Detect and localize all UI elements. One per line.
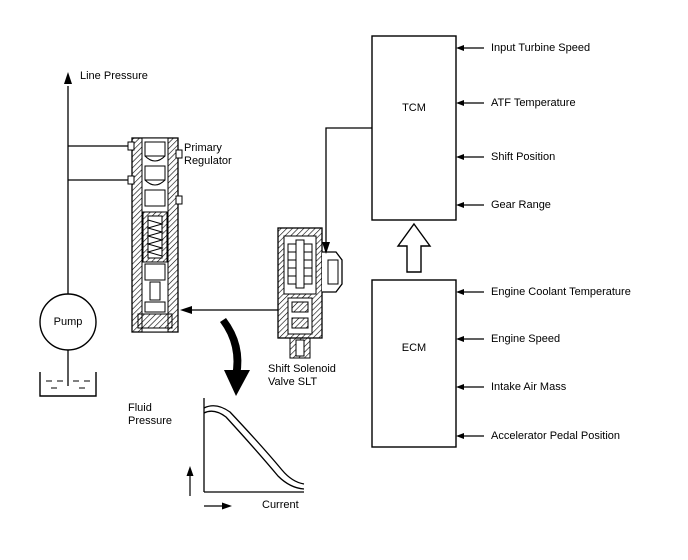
shift-solenoid-label-line1: Shift Solenoid xyxy=(268,363,336,375)
tcm-input-atf-temperature: ATF Temperature xyxy=(491,97,576,109)
y-axis-arrow xyxy=(186,466,194,496)
tcm-to-solenoid-line xyxy=(325,127,372,244)
tcm-box xyxy=(371,35,457,221)
primary-regulator-label-line2: Regulator xyxy=(184,155,232,167)
graph-xlabel: Current xyxy=(262,499,299,511)
curved-arrow-to-graph xyxy=(220,318,250,396)
line-pressure-line xyxy=(64,72,72,300)
ecm-label: ECM xyxy=(401,342,427,354)
tcm-input-arrows xyxy=(456,45,484,208)
pressure-current-graph xyxy=(203,398,305,493)
x-axis-arrow xyxy=(204,502,232,510)
tcm-input-input-turbine-speed: Input Turbine Speed xyxy=(491,42,591,54)
tcm-input-shift-position: Shift Position xyxy=(491,151,556,163)
ecm-input-engine-speed: Engine Speed xyxy=(491,333,561,345)
oil-reservoir xyxy=(39,372,97,397)
shift-solenoid-label-line2: Valve SLT xyxy=(268,376,318,388)
graph-ylabel-line1: Fluid xyxy=(128,402,152,414)
ecm-to-tcm-arrow xyxy=(396,222,432,273)
tcm-input-gear-range: Gear Range xyxy=(491,199,551,211)
ecm-input-engine-coolant-temperature: Engine Coolant Temperature xyxy=(491,286,631,298)
graph-ylabel-line2: Pressure xyxy=(128,415,173,427)
pump-symbol xyxy=(39,293,97,386)
tcm-label: TCM xyxy=(402,102,426,114)
ecm-input-accelerator-pedal-position: Accelerator Pedal Position xyxy=(491,430,621,442)
pump-label: Pump xyxy=(53,316,83,328)
primary-regulator-valve xyxy=(127,137,183,333)
shift-solenoid-valve xyxy=(277,227,343,359)
ecm-input-intake-air-mass: Intake Air Mass xyxy=(491,381,567,393)
primary-regulator-label-line1: Primary xyxy=(184,142,222,154)
ecm-box xyxy=(371,279,457,448)
ecm-input-arrows xyxy=(456,289,484,439)
line-pressure-label: Line Pressure xyxy=(80,70,148,82)
